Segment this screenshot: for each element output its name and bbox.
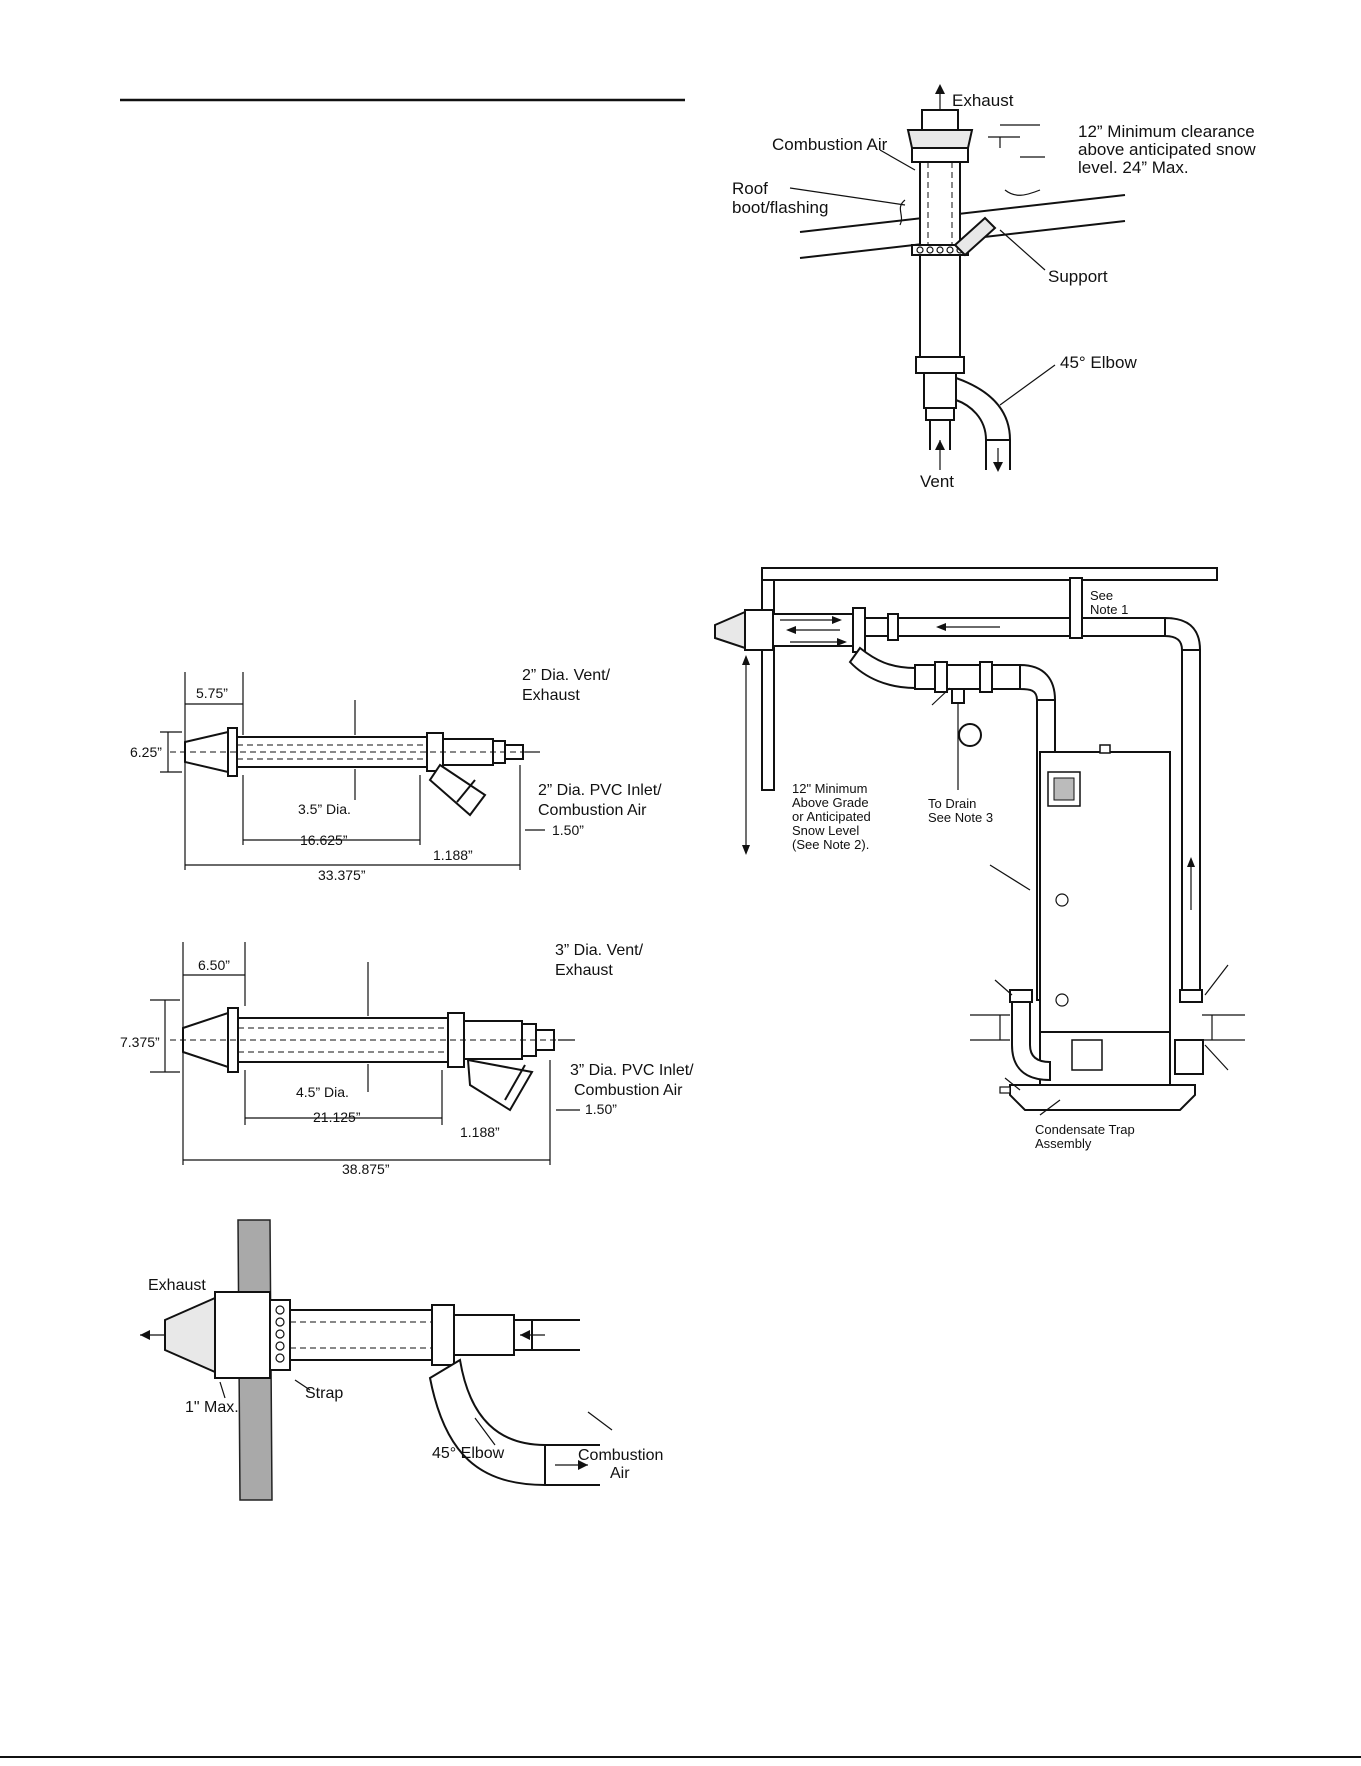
inlet-body — [453, 1314, 515, 1356]
label-grade-line3: or Anticipated — [792, 809, 871, 824]
label-roof-line2: boot/flashing — [732, 198, 828, 217]
label-inlet-line2: Combustion Air — [538, 802, 647, 819]
dim-body-length: 16.625” — [300, 832, 348, 848]
label-vent-line1: 3” Dia. Vent/ — [555, 942, 644, 959]
dim-offset: 1.188” — [433, 847, 473, 863]
label-max-gap: 1" Max. — [185, 1399, 239, 1416]
hanger-strap — [1069, 577, 1083, 639]
figure-concentric-3in: 6.50” 7.375” 4.5” Dia. 21.125” 1.188” 1.… — [120, 942, 694, 1177]
label-inlet-line1: 2” Dia. PVC Inlet/ — [538, 782, 662, 799]
inlet-down-elbow — [1019, 663, 1057, 701]
label-drain-line2: See Note 3 — [928, 810, 993, 825]
heater-base — [1039, 1031, 1171, 1091]
figure-heater-install: See Note 1 12" Minimum Above Grade or An… — [714, 567, 1245, 1151]
label-support: Support — [1048, 267, 1108, 286]
coupling — [852, 607, 866, 653]
dim-cap-height: 7.375” — [120, 1034, 160, 1050]
label-grade-line4: Snow Level — [792, 823, 859, 838]
dim-body-length: 21.125” — [313, 1109, 361, 1125]
label-elbow: 45° Elbow — [1060, 353, 1137, 372]
label-drain-line1: To Drain — [928, 796, 976, 811]
label-grade-line5: (See Note 2). — [792, 837, 869, 852]
figure-wall-install: Exhaust 1" Max. Strap 45° Elbow Combusti… — [140, 1219, 663, 1501]
wall-plate — [214, 1291, 271, 1379]
figure-roof-install: Exhaust Combustion Air Roof boot/flashin… — [732, 84, 1256, 491]
dim-offset: 1.188” — [460, 1124, 500, 1140]
tee-drain — [951, 688, 965, 704]
dim-cap-length: 5.75” — [196, 685, 228, 701]
label-air-line1: Combustion — [578, 1447, 663, 1464]
vent-connection — [925, 407, 955, 421]
label-clearance-line2: above anticipated snow — [1078, 140, 1256, 159]
vent-pipe-horizontal — [864, 617, 1166, 637]
elbow-45 — [428, 1358, 546, 1487]
riser-pipe — [919, 161, 961, 248]
vent-coupling — [887, 613, 899, 641]
label-pipe-diameter: 4.5” Dia. — [296, 1084, 349, 1100]
label-trap-line2: Assembly — [1035, 1136, 1092, 1151]
strap-band — [269, 1299, 291, 1371]
support-bracket — [953, 216, 997, 257]
bottom-elbow-left — [1011, 999, 1051, 1082]
label-elbow: 45° Elbow — [432, 1445, 505, 1462]
label-clearance-line3: level. 24” Max. — [1078, 158, 1189, 177]
label-vent: Vent — [920, 472, 954, 491]
concentric-pipe — [289, 1309, 433, 1361]
label-inlet-line2: Combustion Air — [574, 1082, 683, 1099]
label-vent-line2: Exhaust — [555, 962, 613, 979]
coupling — [1179, 989, 1203, 1003]
vent-cap-top — [921, 109, 959, 131]
label-pipe-diameter: 3.5” Dia. — [298, 801, 351, 817]
wall-plate — [744, 609, 774, 651]
angled-inlet — [466, 1058, 534, 1112]
label-exhaust: Exhaust — [952, 91, 1014, 110]
dim-cap-height: 6.25” — [130, 744, 162, 760]
label-clearance-line1: 12” Minimum clearance — [1078, 122, 1255, 141]
inlet-coupling — [934, 661, 948, 693]
vent-elbow — [1164, 616, 1202, 651]
figure-concentric-2in: 5.75” 6.25” 3.5” Dia. 16.625” 1.188” 1.5… — [130, 667, 662, 883]
vent-riser — [1181, 649, 1201, 1001]
inlet-coupling — [979, 661, 993, 693]
label-grade-line1: 12" Minimum — [792, 781, 867, 796]
ceiling-joist — [761, 567, 1218, 581]
vent-cap — [906, 129, 974, 149]
vent-cap — [714, 610, 746, 650]
label-inlet-line1: 3” Dia. PVC Inlet/ — [570, 1062, 694, 1079]
label-combustion-air: Combustion Air — [772, 135, 888, 154]
label-exhaust: Exhaust — [148, 1277, 206, 1294]
label-vent-line2: Exhaust — [522, 687, 580, 704]
right-connector — [1174, 1039, 1204, 1075]
label-strap: Strap — [305, 1385, 343, 1402]
dim-overall: 38.875” — [342, 1161, 390, 1177]
label-note1-line2: Note 1 — [1090, 602, 1128, 617]
dim-stub: 1.50” — [585, 1101, 617, 1117]
tee-body — [923, 372, 957, 409]
label-roof-line1: Roof — [732, 179, 768, 198]
dim-stub: 1.50” — [552, 822, 584, 838]
inlet-elbow — [848, 646, 916, 690]
lower-pipe — [919, 254, 961, 358]
label-vent-line1: 2” Dia. Vent/ — [522, 667, 611, 684]
vent-cap — [164, 1296, 216, 1374]
coupling — [1009, 989, 1033, 1003]
label-note1-line1: See — [1090, 588, 1113, 603]
label-air-line2: Air — [610, 1465, 630, 1482]
elbow-45 — [955, 376, 1012, 441]
coupling — [915, 356, 965, 374]
cap-collar — [911, 147, 969, 163]
label-grade-line2: Above Grade — [792, 795, 869, 810]
roof-boot — [899, 199, 906, 226]
drain-loop — [958, 723, 982, 747]
dim-overall: 33.375” — [318, 867, 366, 883]
label-trap-line1: Condensate Trap — [1035, 1122, 1135, 1137]
coupling — [431, 1304, 455, 1366]
inlet-pipe-horizontal — [914, 664, 1021, 690]
angled-inlet — [428, 763, 487, 817]
dim-cap-length: 6.50” — [198, 957, 230, 973]
condensate-tray — [1009, 1084, 1196, 1111]
